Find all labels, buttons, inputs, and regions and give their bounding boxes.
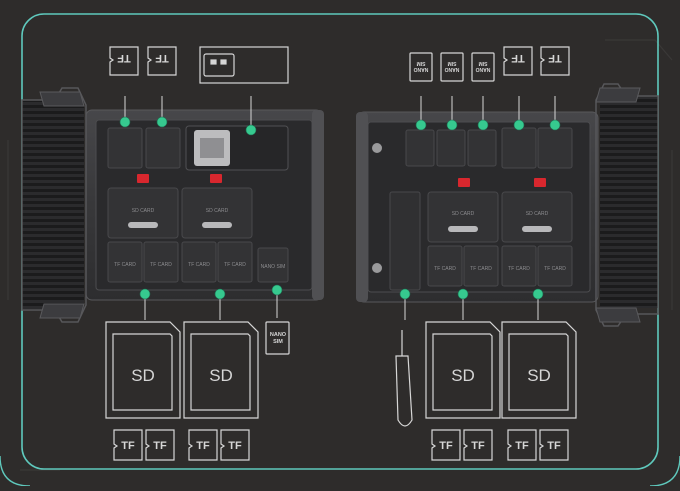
- top-nano-label-1: NANO: [414, 66, 429, 72]
- sd-card-icon: [105, 321, 181, 419]
- top-tf-label-3: TF: [511, 52, 525, 64]
- bottom-card-labels: SD SD SD SD NANO SIM TF TF TF TF TF TF T…: [121, 332, 561, 452]
- left-case: [21, 87, 324, 323]
- right-tf-bay-4-label: TF CARD: [544, 266, 566, 272]
- callout-dot-right-tf-2: [549, 119, 561, 131]
- bottom-sd-label-1: SD: [131, 366, 155, 385]
- top-tf-label-2: TF: [155, 52, 169, 64]
- callout-dot-left-sd-1: [139, 288, 151, 300]
- callout-dot-right-sim-3: [477, 119, 489, 131]
- tf-card-icon: [540, 46, 570, 76]
- nano-sim-icon: [471, 52, 495, 82]
- sd-card-icon: [501, 321, 577, 419]
- left-case-markings: SD CARD SD CARD TF CARD TF CARD TF CARD …: [114, 208, 285, 270]
- bottom-tf-label-1: TF: [121, 440, 135, 452]
- nano-sim-icon: [409, 52, 433, 82]
- nano-sim-icon: [265, 321, 290, 355]
- right-case: [356, 83, 659, 327]
- sd-card-icon: [425, 321, 501, 419]
- callout-dot-right-sd-2: [532, 288, 544, 300]
- bottom-tf-label-6: TF: [471, 440, 485, 452]
- callout-dot-right-sim-1: [415, 119, 427, 131]
- right-sd-bay-1-label: SD CARD: [452, 211, 475, 217]
- left-sd-bay-2-label: SD CARD: [206, 208, 229, 214]
- tf-card-icon: [220, 429, 250, 461]
- bottom-tf-label-2: TF: [153, 440, 167, 452]
- bottom-tf-label-5: TF: [439, 440, 453, 452]
- callout-dots: [119, 116, 561, 300]
- callout-dot-left-tf-2: [156, 116, 168, 128]
- bottom-tf-label-7: TF: [515, 440, 529, 452]
- right-case-markings: SD CARD SD CARD TF CARD TF CARD TF CARD …: [434, 211, 566, 272]
- right-tf-bay-1-label: TF CARD: [434, 266, 456, 272]
- top-card-labels: TF TF NANO SIM NANO SIM NANO SIM TF TF: [117, 52, 562, 72]
- sd-card-icon: [183, 321, 259, 419]
- bottom-nano-label: NANO: [270, 332, 287, 338]
- callout-dot-left-sd-2: [214, 288, 226, 300]
- bottom-sd-label-3: SD: [451, 366, 475, 385]
- left-sim-bay-label: NANO SIM: [261, 264, 286, 270]
- callout-dot-left-sim: [271, 284, 283, 296]
- bottom-sim-label: SIM: [273, 339, 283, 345]
- left-tf-bay-1-label: TF CARD: [114, 262, 136, 268]
- right-sd-bay-2-label: SD CARD: [526, 211, 549, 217]
- left-tf-bay-3-label: TF CARD: [188, 262, 210, 268]
- callout-dot-left-tf-1: [119, 116, 131, 128]
- tf-card-icon: [188, 429, 218, 461]
- background-decoration: [7, 39, 673, 471]
- right-tf-bay-2-label: TF CARD: [470, 266, 492, 272]
- top-nano-label-2: NANO: [445, 66, 460, 72]
- top-tf-label-1: TF: [117, 52, 131, 64]
- sim-eject-pin-icon: [395, 330, 413, 427]
- callout-dot-right-sim-2: [446, 119, 458, 131]
- nano-sim-icon: [440, 52, 464, 82]
- tf-card-icon: [539, 429, 569, 461]
- tf-card-icon: [503, 46, 533, 76]
- tf-card-icon: [431, 429, 461, 461]
- tf-card-icon: [147, 46, 177, 76]
- right-tf-bay-3-label: TF CARD: [508, 266, 530, 272]
- top-sim-label-1: SIM: [417, 60, 426, 66]
- tf-card-icon: [109, 46, 139, 76]
- callout-dot-right-tf-1: [513, 119, 525, 131]
- left-tf-bay-2-label: TF CARD: [150, 262, 172, 268]
- callout-dot-left-usb: [245, 124, 257, 136]
- top-tf-label-4: TF: [548, 52, 562, 64]
- callout-dot-right-pin: [399, 288, 411, 300]
- top-card-icons: [109, 46, 570, 84]
- bottom-card-icons: [105, 321, 577, 461]
- bottom-sd-label-2: SD: [209, 366, 233, 385]
- left-tf-bay-4-label: TF CARD: [224, 262, 246, 268]
- bottom-tf-label-4: TF: [228, 440, 242, 452]
- left-sd-bay-1-label: SD CARD: [132, 208, 155, 214]
- tf-card-icon: [463, 429, 493, 461]
- bottom-sd-label-4: SD: [527, 366, 551, 385]
- top-nano-label-3: NANO: [476, 66, 491, 72]
- tf-card-icon: [507, 429, 537, 461]
- top-sim-label-3: SIM: [479, 60, 488, 66]
- bottom-tf-label-8: TF: [547, 440, 561, 452]
- callout-dot-right-sd-1: [457, 288, 469, 300]
- bottom-tf-label-3: TF: [196, 440, 210, 452]
- top-sim-label-2: SIM: [448, 60, 457, 66]
- tf-card-icon: [145, 429, 175, 461]
- tf-card-icon: [113, 429, 143, 461]
- usb-reader-icon: [199, 46, 289, 84]
